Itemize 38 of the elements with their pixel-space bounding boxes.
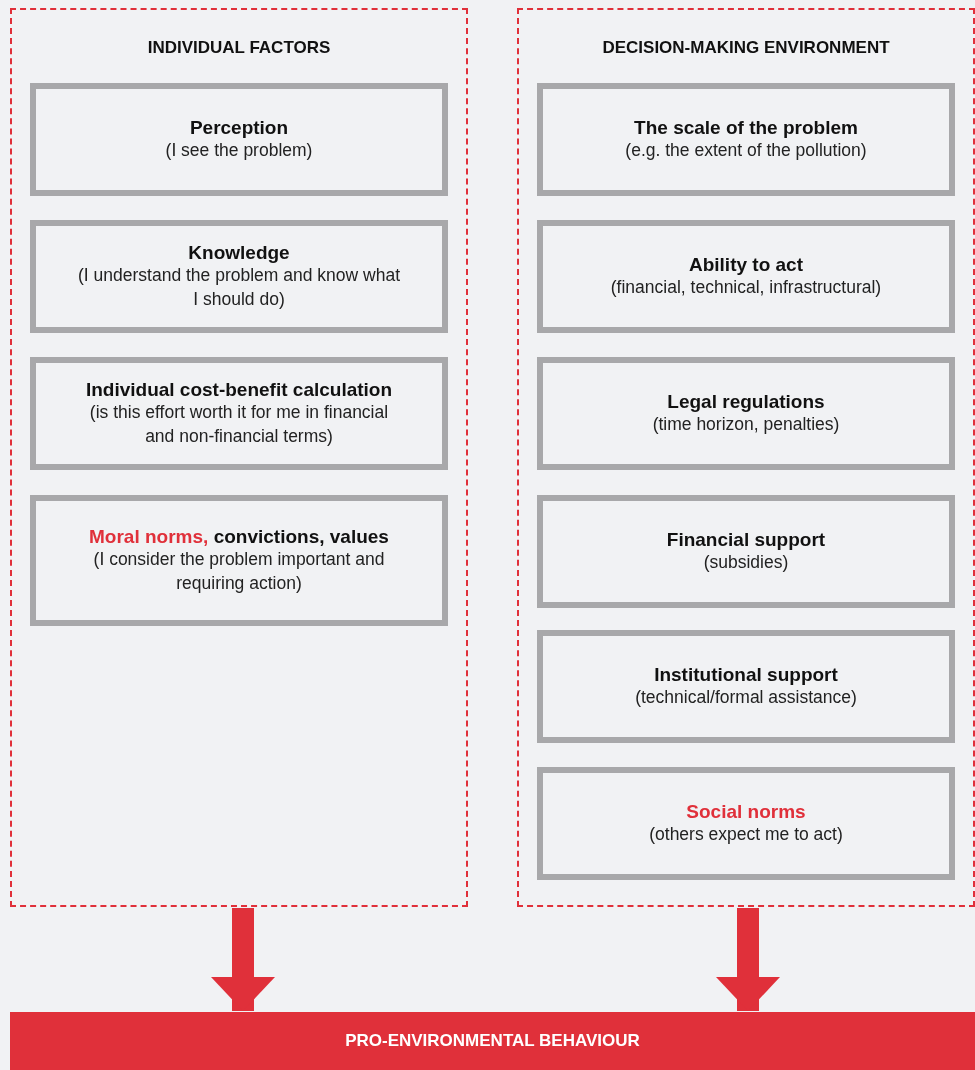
down-arrow xyxy=(716,908,780,1011)
factor-title: Social norms xyxy=(686,800,806,823)
factor-box xyxy=(537,767,955,880)
factor-box xyxy=(30,357,448,470)
factor-box xyxy=(30,495,448,626)
factor-description: (subsidies) xyxy=(703,550,789,574)
factor-description: (technical/formal assistance) xyxy=(635,685,857,709)
factor-title: Legal regulations xyxy=(667,390,825,413)
factor-box xyxy=(30,83,448,196)
factor-box xyxy=(537,495,955,608)
factor-title: Knowledge xyxy=(188,241,290,264)
group-heading: INDIVIDUAL FACTORS xyxy=(146,38,332,58)
factor-title: Ability to act xyxy=(689,253,803,276)
factor-description: (is this effort worth it for me in financial and non-financial terms) xyxy=(88,400,390,448)
factor-description: (I understand the problem and know what I should do) xyxy=(77,263,401,311)
group-heading: PRO-ENVIRONMENTAL BEHAVIOUR xyxy=(345,1031,640,1051)
factor-description: (I consider the problem important and requiring action) xyxy=(92,547,386,595)
result-bar xyxy=(10,1012,975,1070)
factor-box xyxy=(537,83,955,196)
group-heading: DECISION-MAKING ENVIRONMENT xyxy=(601,38,891,58)
factor-title: Institutional support xyxy=(654,663,838,686)
factor-title: Individual cost-benefit calculation xyxy=(85,378,393,401)
factor-title: Financial support xyxy=(666,528,826,551)
factor-box xyxy=(537,220,955,333)
factor-box xyxy=(537,357,955,470)
factor-description: (I see the problem) xyxy=(165,138,313,162)
factor-box xyxy=(30,220,448,333)
factor-description: (others expect me to act) xyxy=(649,822,843,846)
factor-description: (e.g. the extent of the pollution) xyxy=(625,138,867,162)
factor-box xyxy=(537,630,955,743)
factor-title: The scale of the problem xyxy=(634,116,858,139)
factor-description: (financial, technical, infrastructural) xyxy=(610,275,882,299)
dashed-group-frame xyxy=(517,8,975,907)
factor-description: (time horizon, penalties) xyxy=(652,412,840,436)
down-arrow xyxy=(211,908,275,1011)
factor-title: Moral norms, convictions, values xyxy=(89,525,389,548)
factor-title: Perception xyxy=(189,116,289,139)
dashed-group-frame xyxy=(10,8,468,907)
